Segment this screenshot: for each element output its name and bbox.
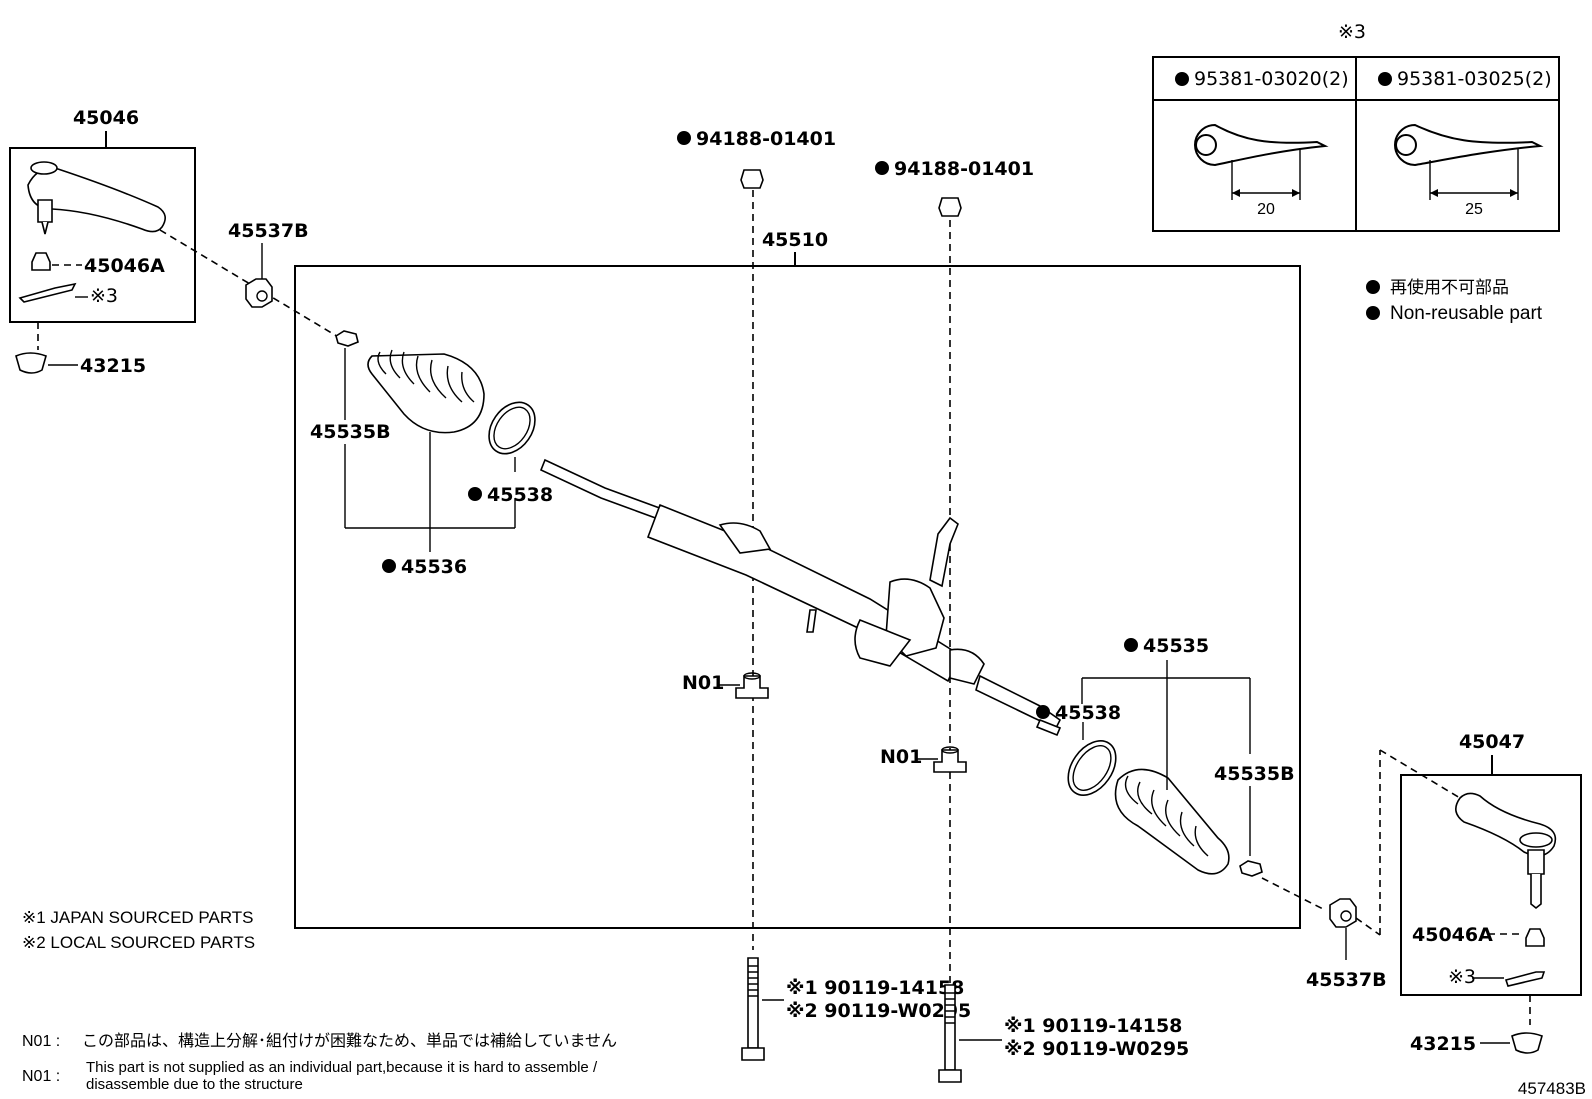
clip-rh-icon — [1239, 860, 1263, 877]
nut-icon — [740, 169, 764, 189]
label-45535b-rh[interactable]: 45535B — [1214, 763, 1295, 785]
label-43215-rh[interactable]: 43215 — [1410, 1033, 1476, 1055]
inset-right-dim: 25 — [1465, 201, 1483, 218]
cotter-pin-20-icon — [1194, 123, 1329, 200]
label-45047[interactable]: 45047 — [1459, 731, 1525, 753]
clip-lh-icon — [335, 330, 359, 347]
non-reusable-dot — [1036, 705, 1050, 719]
label-45538-lh[interactable]: 45538 — [487, 484, 553, 506]
inset-left-part[interactable]: 95381-03020(2) — [1194, 68, 1349, 90]
label-45046a-lh[interactable]: 45046A — [84, 255, 165, 277]
bolt-1-icon — [741, 957, 765, 1061]
gear-assembly-box — [294, 265, 1301, 929]
label-bolt-1-local[interactable]: ※2 90119-W0295 — [786, 1000, 971, 1022]
lock-nut-icon — [1525, 928, 1545, 947]
note-n01-jp: この部品は、構造上分解･組付けが困難なため、単品では補給していません — [82, 1032, 617, 1050]
label-45535[interactable]: 45535 — [1143, 635, 1209, 657]
clamp-nut-rh-icon — [1329, 898, 1357, 928]
nut-icon — [938, 197, 962, 217]
band-rh-icon — [1067, 740, 1117, 796]
diagram-id: 457483B — [1518, 1079, 1586, 1098]
steering-rack-icon — [539, 458, 1062, 737]
label-ref3-lh: ※3 — [90, 285, 118, 307]
legend-dot — [1366, 306, 1380, 320]
label-45535b-lh[interactable]: 45535B — [310, 421, 391, 443]
non-reusable-dot — [468, 487, 482, 501]
inset-left-dim: 20 — [1257, 201, 1275, 218]
label-bolt-2-jp[interactable]: ※1 90119-14158 — [1004, 1015, 1182, 1037]
bolt-2-icon — [938, 984, 962, 1083]
clamp-nut-lh-icon — [245, 278, 273, 308]
label-n01-a[interactable]: N01 — [682, 672, 724, 694]
tie-rod-end-rh-group: 45047 45046A ※3 43215 — [1400, 731, 1582, 1055]
note-sourced-2: ※2 LOCAL SOURCED PARTS — [22, 933, 255, 952]
tie-rod-end-lh-group: 45046 45046A ※3 43215 — [9, 107, 196, 377]
note-n01-en-2: disassemble due to the structure — [86, 1076, 303, 1093]
cotter-pin-25-icon — [1394, 123, 1544, 200]
label-45510[interactable]: 45510 — [762, 229, 828, 251]
spacer-n01-b-icon — [933, 746, 967, 773]
legend-en: Non-reusable part — [1390, 303, 1543, 324]
lock-nut-icon — [31, 252, 51, 271]
label-94188-2[interactable]: 94188-01401 — [894, 158, 1034, 180]
spacer-n01-a-icon — [735, 672, 769, 699]
label-bolt-2-local[interactable]: ※2 90119-W0295 — [1004, 1038, 1189, 1060]
boot-43215-icon — [15, 352, 47, 374]
cotter-pin-icon — [18, 282, 77, 303]
label-n01-b[interactable]: N01 — [880, 746, 922, 768]
label-45537b-rh[interactable]: 45537B — [1306, 969, 1387, 991]
note-n01-en-1: This part is not supplied as an individu… — [86, 1059, 598, 1076]
legend-jp: 再使用不可部品 — [1390, 277, 1509, 297]
boot-lh-icon — [367, 349, 485, 434]
non-reusable-dot — [677, 131, 691, 145]
nut-94188-1: 94188-01401 — [677, 128, 836, 950]
label-45046a-rh[interactable]: 45046A — [1412, 924, 1493, 946]
label-45537b-lh[interactable]: 45537B — [228, 220, 309, 242]
label-45046[interactable]: 45046 — [73, 107, 139, 129]
nut-94188-2: 94188-01401 — [875, 158, 1034, 1045]
label-bolt-1-jp[interactable]: ※1 90119-14158 — [786, 977, 964, 999]
label-94188-1[interactable]: 94188-01401 — [696, 128, 836, 150]
note-n01-jp-key: N01 : — [22, 1033, 60, 1050]
inset-right-part[interactable]: 95381-03025(2) — [1397, 68, 1552, 90]
non-reusable-dot — [875, 161, 889, 175]
boot-rh-icon — [1114, 768, 1230, 875]
label-45536[interactable]: 45536 — [401, 556, 467, 578]
note-n01-en-key: N01 : — [22, 1068, 60, 1085]
non-reusable-dot — [1378, 72, 1392, 86]
inset-header: ※3 — [1338, 21, 1366, 43]
non-reusable-dot — [1175, 72, 1189, 86]
note-sourced-1: ※1 JAPAN SOURCED PARTS — [22, 908, 254, 927]
tie-rod-end-icon — [1455, 792, 1557, 910]
non-reusable-dot — [1124, 638, 1138, 652]
boot-43215-icon — [1511, 1032, 1543, 1054]
tie-rod-end-icon — [27, 161, 166, 235]
non-reusable-dot — [382, 559, 396, 573]
legend-dot — [1366, 280, 1380, 294]
cotter-pin-icon — [1504, 971, 1546, 987]
legend: 再使用不可部品 Non-reusable part — [1366, 277, 1543, 324]
cotter-pin-inset: ※3 95381-03020(2) 95381-03025(2) 20 25 — [1152, 21, 1560, 232]
label-43215-lh[interactable]: 43215 — [80, 355, 146, 377]
band-lh-icon — [488, 401, 536, 455]
label-45538-rh[interactable]: 45538 — [1055, 702, 1121, 724]
label-ref3-rh: ※3 — [1448, 966, 1476, 988]
